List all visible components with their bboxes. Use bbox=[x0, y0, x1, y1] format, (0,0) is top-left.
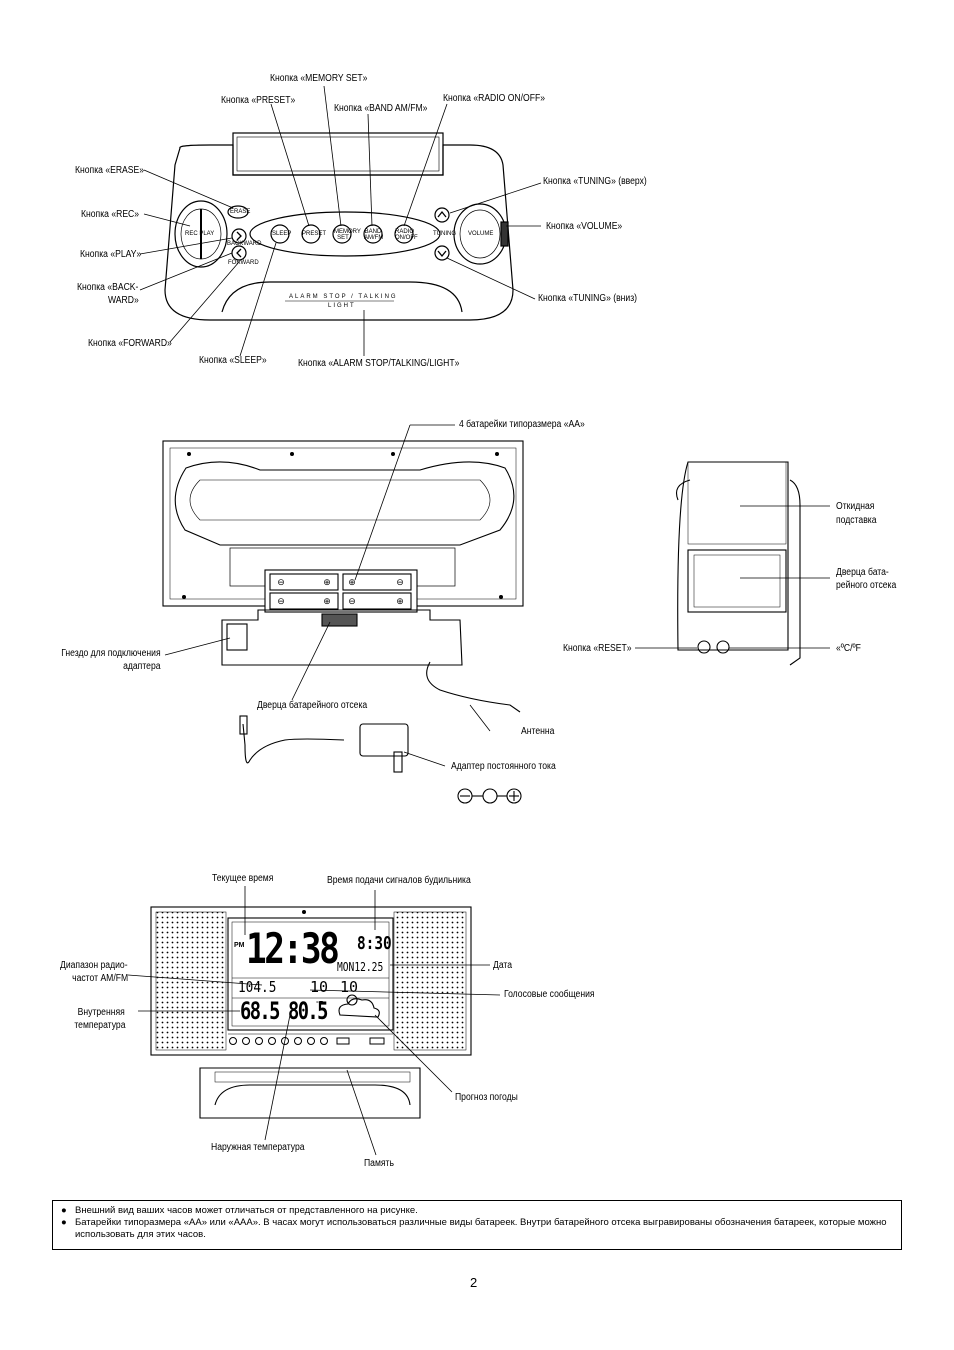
note-item: ● Батарейки типоразмера «AA» или «AAA». В… bbox=[59, 1217, 895, 1241]
lcd-unit: °F bbox=[316, 1001, 324, 1008]
lcd-alarm-time: 8:30 bbox=[357, 933, 392, 954]
label-sleep: Кнопка «SLEEP» bbox=[199, 355, 267, 366]
label-adapter: Адаптер постоянного тока bbox=[451, 761, 556, 772]
label-radio: Кнопка «RADIO ON/OFF» bbox=[443, 93, 546, 104]
svg-text:⊕: ⊕ bbox=[323, 577, 331, 587]
label-reset: Кнопка «RESET» bbox=[563, 643, 632, 654]
lcd-outdoor-temp: 80.5 bbox=[288, 997, 328, 1025]
label-alarm-time: Время подачи сигналов будильника bbox=[327, 875, 471, 886]
bullet-icon: ● bbox=[61, 1217, 67, 1228]
backward-button-text: BACKWARD bbox=[227, 241, 262, 247]
label-memory-set: Кнопка «MEMORY SET» bbox=[270, 73, 368, 84]
volume-knob[interactable]: VOLUME bbox=[468, 231, 494, 237]
label-door-1: Дверца бата- bbox=[836, 567, 889, 578]
svg-text:⊕: ⊕ bbox=[396, 596, 404, 606]
svg-text:⊕: ⊕ bbox=[348, 577, 356, 587]
svg-text:⊖: ⊖ bbox=[396, 577, 404, 587]
light-text: LIGHT bbox=[328, 303, 356, 309]
svg-text:⊖: ⊖ bbox=[348, 596, 356, 606]
radio-back-diagram: ⊖ ⊕ ⊕ ⊖ ⊖ ⊕ ⊖ ⊕ bbox=[162, 424, 830, 804]
label-batteries: 4 батарейки типоразмера «AA» bbox=[459, 419, 585, 430]
label-indoor-1: Внутренняя bbox=[77, 1007, 125, 1018]
label-forward: Кнопка «FORWARD» bbox=[88, 338, 172, 349]
label-memory: Память bbox=[364, 1158, 394, 1169]
label-cf: «ºC/ºF bbox=[836, 643, 861, 654]
lcd-time: 12:38 bbox=[246, 924, 340, 973]
note-item: ● Внешний вид ваших часов может отличатьс… bbox=[59, 1205, 895, 1217]
radio-button[interactable]: RADIO ON/OFF bbox=[395, 229, 418, 241]
label-stand-2: подставка bbox=[836, 515, 877, 526]
label-range-1: Диапазон радио- bbox=[60, 960, 128, 971]
label-battery-door: Дверца батарейного отсека bbox=[257, 700, 368, 711]
bullet-icon: ● bbox=[61, 1205, 67, 1216]
lcd-memory-b: 10 bbox=[340, 978, 359, 996]
lcd-memory-a: 10 bbox=[310, 978, 329, 996]
note-text: Батарейки типоразмера «AA» или «AAA». В … bbox=[75, 1217, 887, 1240]
label-rec: Кнопка «REC» bbox=[81, 209, 140, 220]
lcd-frequency: 104.5 bbox=[238, 978, 277, 996]
label-date: Дата bbox=[493, 960, 513, 971]
tuning-text: TUNING bbox=[433, 231, 456, 237]
lcd-date: MON12.25 bbox=[337, 960, 384, 974]
label-range-2: частот AM/FM bbox=[71, 973, 128, 984]
label-tuning-down: Кнопка «TUNING» (вниз) bbox=[538, 293, 638, 304]
label-current-time: Текущее время bbox=[212, 873, 274, 884]
notes-box: ● Внешний вид ваших часов может отличатьс… bbox=[52, 1200, 902, 1250]
memory-set-button[interactable]: MEMORY SET bbox=[334, 229, 361, 241]
svg-text:⊕: ⊕ bbox=[323, 596, 331, 606]
label-preset: Кнопка «PRESET» bbox=[221, 95, 296, 106]
label-outdoor: Наружная температура bbox=[211, 1142, 305, 1153]
page-number: 2 bbox=[470, 1275, 478, 1290]
label-forecast: Прогноз погоды bbox=[455, 1092, 518, 1103]
label-backward-1: Кнопка «BACK- bbox=[77, 282, 139, 293]
radio-front-diagram bbox=[139, 85, 542, 357]
svg-text:⊖: ⊖ bbox=[277, 596, 285, 606]
preset-button[interactable]: PRESET bbox=[302, 231, 327, 237]
label-volume: Кнопка «VOLUME» bbox=[546, 221, 623, 232]
label-jack-2: адаптера bbox=[123, 661, 161, 672]
label-play: Кнопка «PLAY» bbox=[80, 249, 142, 260]
label-band: Кнопка «BAND AM/FM» bbox=[334, 103, 428, 114]
label-indoor-2: температура bbox=[73, 1020, 125, 1031]
rec-play-button[interactable]: REC PLAY bbox=[185, 231, 215, 237]
label-door-2: рейного отсека bbox=[836, 580, 897, 591]
label-stand-1: Откидная bbox=[836, 501, 875, 512]
label-erase: Кнопка «ERASE» bbox=[75, 165, 145, 176]
label-alarm-stop: Кнопка «ALARM STOP/TALKING/LIGHT» bbox=[298, 358, 460, 369]
label-antenna: Антенна bbox=[521, 726, 555, 737]
display-diagram bbox=[127, 886, 501, 1156]
note-text: Внешний вид ваших часов может отличаться… bbox=[75, 1205, 418, 1216]
label-voice: Голосовые сообщения bbox=[504, 989, 595, 1000]
lcd-indoor-temp: 68.5 bbox=[240, 997, 280, 1025]
label-tuning-up: Кнопка «TUNING» (вверх) bbox=[543, 176, 647, 187]
forward-button-text: FORWARD bbox=[228, 260, 259, 266]
svg-text:⊖: ⊖ bbox=[277, 577, 285, 587]
label-backward-2: WARD» bbox=[108, 295, 139, 306]
label-jack-1: Гнездо для подключения bbox=[61, 648, 161, 659]
band-button[interactable]: BAND AM/FM bbox=[364, 229, 384, 241]
alarm-strip-text: ALARM STOP / TALKING bbox=[289, 294, 398, 300]
lcd-pm: PM bbox=[234, 942, 245, 949]
erase-button[interactable]: ERASE bbox=[230, 209, 251, 215]
sleep-button[interactable]: SLEEP bbox=[272, 231, 292, 237]
